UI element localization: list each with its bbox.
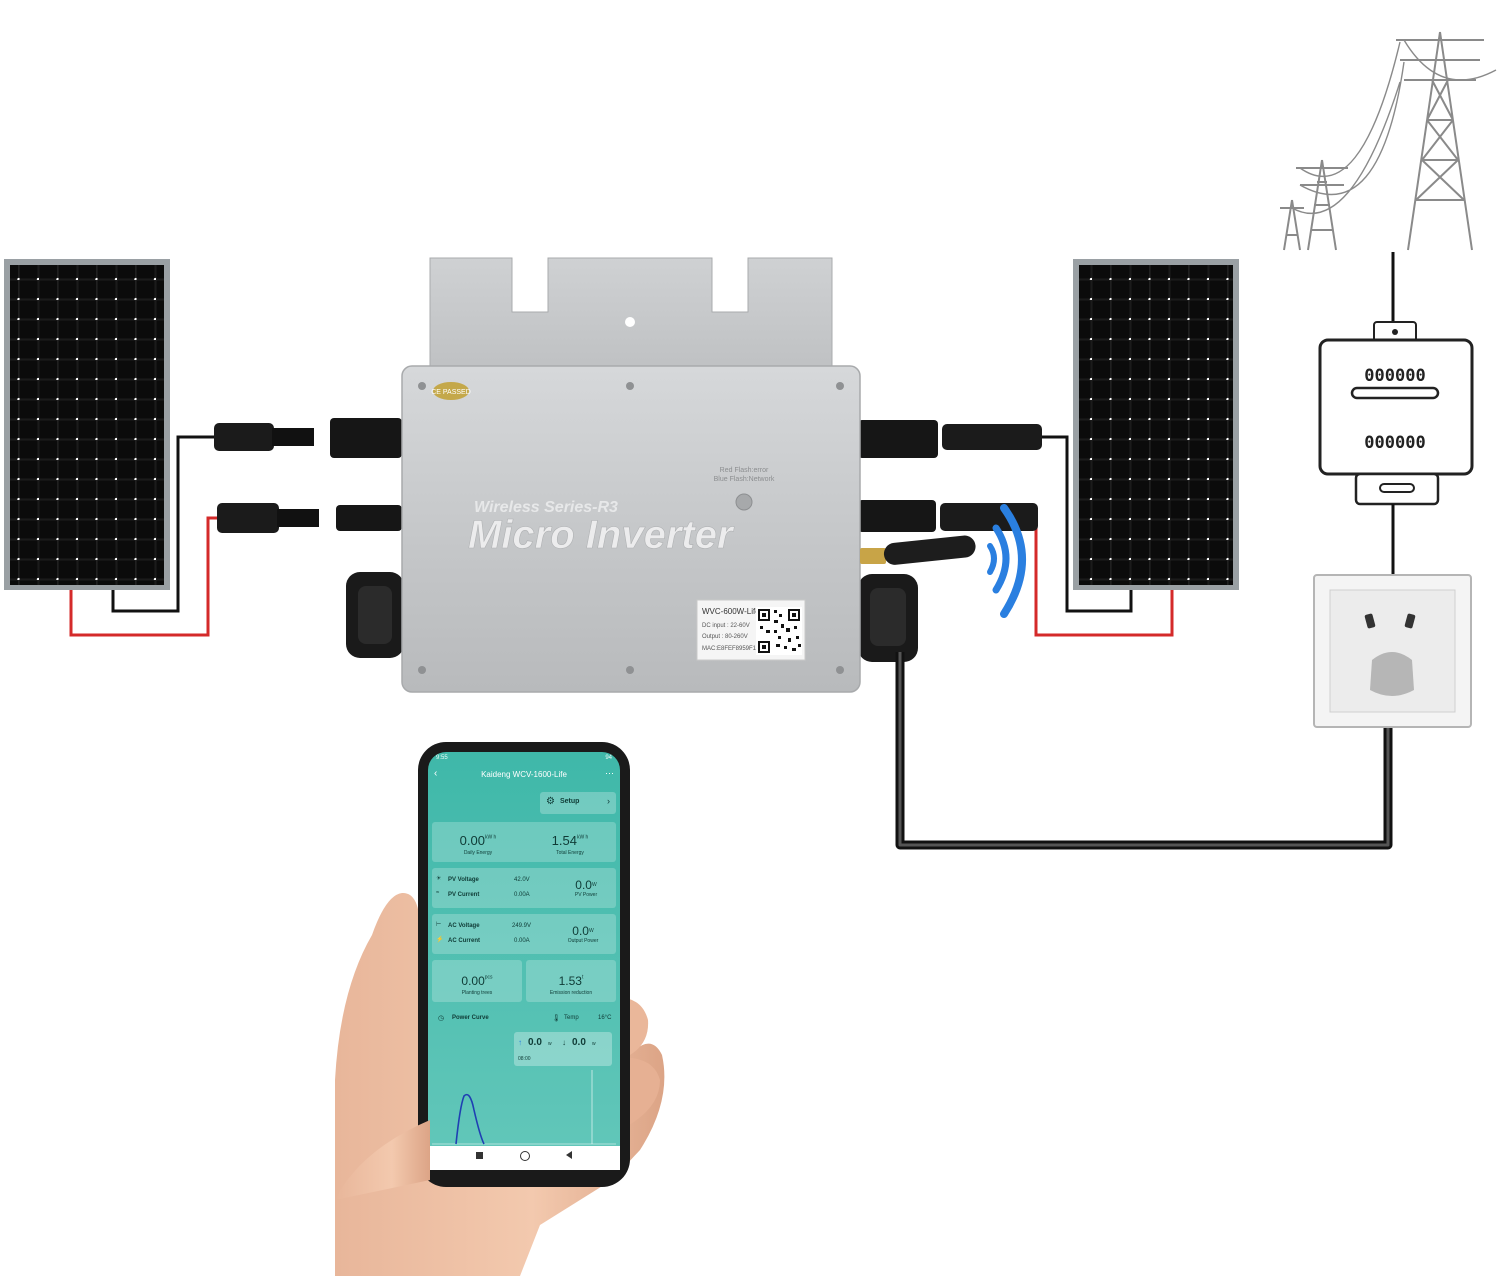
power-curve-panel: ◷ Power Curve 🌡 Temp 16°C ↑ 0.0 w ↓ 0.0 … bbox=[432, 1008, 616, 1146]
temp-label: Temp bbox=[564, 1015, 579, 1021]
trees-value: 0.00 bbox=[461, 974, 485, 988]
heat-icon: ≈ bbox=[436, 890, 440, 896]
pv-power: 0.0W PV Power bbox=[558, 878, 614, 898]
ce-badge bbox=[433, 382, 469, 400]
antenna-icon bbox=[860, 535, 976, 565]
total-energy: 1.54kW h Total Energy bbox=[524, 832, 616, 856]
emission-card: 1.53t Emission reduction bbox=[526, 960, 616, 1002]
download-arrow-icon: ↓ bbox=[562, 1038, 566, 1047]
down-power-unit: w bbox=[592, 1041, 596, 1047]
emission-label: Emission reduction bbox=[549, 990, 593, 996]
down-power-value: 0.0 bbox=[572, 1037, 586, 1048]
trees-card: 0.00pcs Planting trees bbox=[432, 960, 522, 1002]
inverter-title-text: Micro Inverter bbox=[468, 513, 735, 557]
daily-energy: 0.00kW h Daily Energy bbox=[432, 832, 524, 856]
pv-current-label: PV Current bbox=[448, 892, 480, 898]
left-solar-panel bbox=[4, 259, 170, 590]
ac-current-value: 0.00A bbox=[514, 938, 530, 944]
spec-dc-input: DC input : 22-60V bbox=[702, 623, 750, 629]
spec-label: WVC-600W-Life DC input : 22-60V Output :… bbox=[696, 599, 806, 661]
ce-badge-text: CE PASSED bbox=[431, 389, 471, 396]
smartphone bbox=[418, 742, 630, 1187]
sun-icon: ☀ bbox=[436, 876, 442, 882]
thermometer-icon: 🌡 bbox=[552, 1015, 561, 1022]
app-screen: 9:55 94 ‹ Kaideng WCV-1600-Life ⋯ ⚙ Setu… bbox=[428, 752, 620, 1146]
total-energy-label: Total Energy bbox=[556, 850, 584, 856]
pv-voltage-label: PV Voltage bbox=[448, 877, 479, 883]
indicator-label-error: Red Flash:error bbox=[720, 467, 769, 474]
micro-inverter: CE PASSED Red Flash:error Blue Flash:Net… bbox=[401, 257, 861, 693]
emission-value: 1.53 bbox=[558, 974, 582, 988]
up-power-unit: w bbox=[548, 1041, 552, 1047]
wifi-signal-icon bbox=[987, 504, 1026, 618]
electric-meter-icon bbox=[1318, 321, 1474, 506]
pv-card: ☀ PV Voltage 42.0V ≈ PV Current 0.00A 0.… bbox=[432, 868, 616, 908]
spec-mac: MAC:E8FEF8959F11C bbox=[702, 646, 764, 652]
power-curve-line bbox=[455, 1093, 485, 1145]
upload-arrow-icon: ↑ bbox=[518, 1038, 522, 1047]
trees-label: Planting trees bbox=[461, 990, 493, 996]
back-triangle-icon[interactable] bbox=[566, 1151, 572, 1159]
pv-power-unit: W bbox=[591, 882, 597, 888]
daily-energy-unit: kW h bbox=[484, 834, 497, 841]
power-grid-towers-icon bbox=[1280, 31, 1497, 251]
setup-label: Setup bbox=[560, 798, 580, 805]
left-panel-wires bbox=[69, 435, 218, 637]
chevron-right-icon: › bbox=[607, 796, 610, 806]
ac-voltage-label: AC Voltage bbox=[448, 923, 480, 929]
right-solar-panel bbox=[1073, 259, 1239, 590]
ac-voltage-value: 249.9V bbox=[512, 923, 532, 929]
power-readout: ↑ 0.0 w ↓ 0.0 w 08:00 bbox=[514, 1032, 612, 1066]
ac-card: ⊢ AC Voltage 249.9V ⚡ AC Current 0.00A 0… bbox=[432, 914, 616, 954]
spec-model: WVC-600W-Life bbox=[702, 607, 760, 616]
output-power: 0.0W Output Power bbox=[552, 924, 614, 944]
recent-apps-icon[interactable] bbox=[476, 1152, 483, 1159]
daily-energy-value: 0.00 bbox=[459, 833, 485, 848]
temp-value: 16°C bbox=[598, 1015, 612, 1021]
time-label: 08:00 bbox=[518, 1056, 531, 1062]
wall-socket-icon bbox=[1313, 574, 1472, 728]
spec-output: Output : 80-260V bbox=[702, 634, 748, 640]
pv-power-value: 0.0 bbox=[575, 878, 592, 892]
status-bar: 9:55 94 bbox=[436, 755, 612, 765]
device-title: Kaideng WCV-1600-Life bbox=[481, 770, 567, 779]
trees-unit: pcs bbox=[484, 974, 493, 981]
total-energy-value: 1.54 bbox=[551, 833, 577, 848]
power-curve-label: Power Curve bbox=[452, 1015, 489, 1021]
output-power-unit: W bbox=[588, 928, 594, 934]
status-led-icon bbox=[735, 493, 753, 511]
up-power-value: 0.0 bbox=[528, 1037, 542, 1048]
qr-code-icon bbox=[756, 607, 802, 655]
plug-icon: ⊢ bbox=[436, 922, 442, 928]
pv-voltage-value: 42.0V bbox=[514, 877, 530, 883]
phone-nav-bar bbox=[428, 1148, 620, 1168]
gear-icon: ⚙ bbox=[546, 796, 555, 807]
daily-energy-label: Daily Energy bbox=[463, 850, 493, 856]
clock-icon: ◷ bbox=[438, 1015, 445, 1022]
status-time: 9:55 bbox=[436, 755, 448, 761]
pv-power-label: PV Power bbox=[574, 892, 598, 898]
inverter-series-text: Wireless Series-R3 bbox=[474, 499, 618, 516]
emission-unit: t bbox=[581, 974, 584, 981]
output-power-label: Output Power bbox=[567, 938, 599, 944]
indicator-label-network: Blue Flash:Network bbox=[714, 476, 775, 483]
pv-current-value: 0.00A bbox=[514, 892, 530, 898]
energy-card: 0.00kW h Daily Energy 1.54kW h Total Ene… bbox=[432, 822, 616, 862]
battery-indicator: 94 bbox=[605, 755, 612, 761]
app-header: ‹ Kaideng WCV-1600-Life ⋯ bbox=[428, 768, 620, 784]
output-power-value: 0.0 bbox=[572, 924, 589, 938]
back-arrow-icon[interactable]: ‹ bbox=[434, 768, 438, 779]
more-menu-icon[interactable]: ⋯ bbox=[605, 768, 614, 778]
setup-button[interactable]: ⚙ Setup › bbox=[540, 792, 616, 814]
bolt-icon: ⚡ bbox=[436, 937, 444, 943]
ac-current-label: AC Current bbox=[448, 938, 481, 944]
home-icon[interactable] bbox=[520, 1151, 530, 1161]
meter-reading-top: 000000 bbox=[1364, 366, 1425, 386]
left-mc4-connectors bbox=[214, 418, 404, 658]
meter-reading-bottom: 000000 bbox=[1364, 433, 1425, 453]
thumb-image bbox=[335, 1120, 430, 1200]
power-curve-chart bbox=[432, 1070, 616, 1145]
total-energy-unit: kW h bbox=[576, 834, 589, 841]
